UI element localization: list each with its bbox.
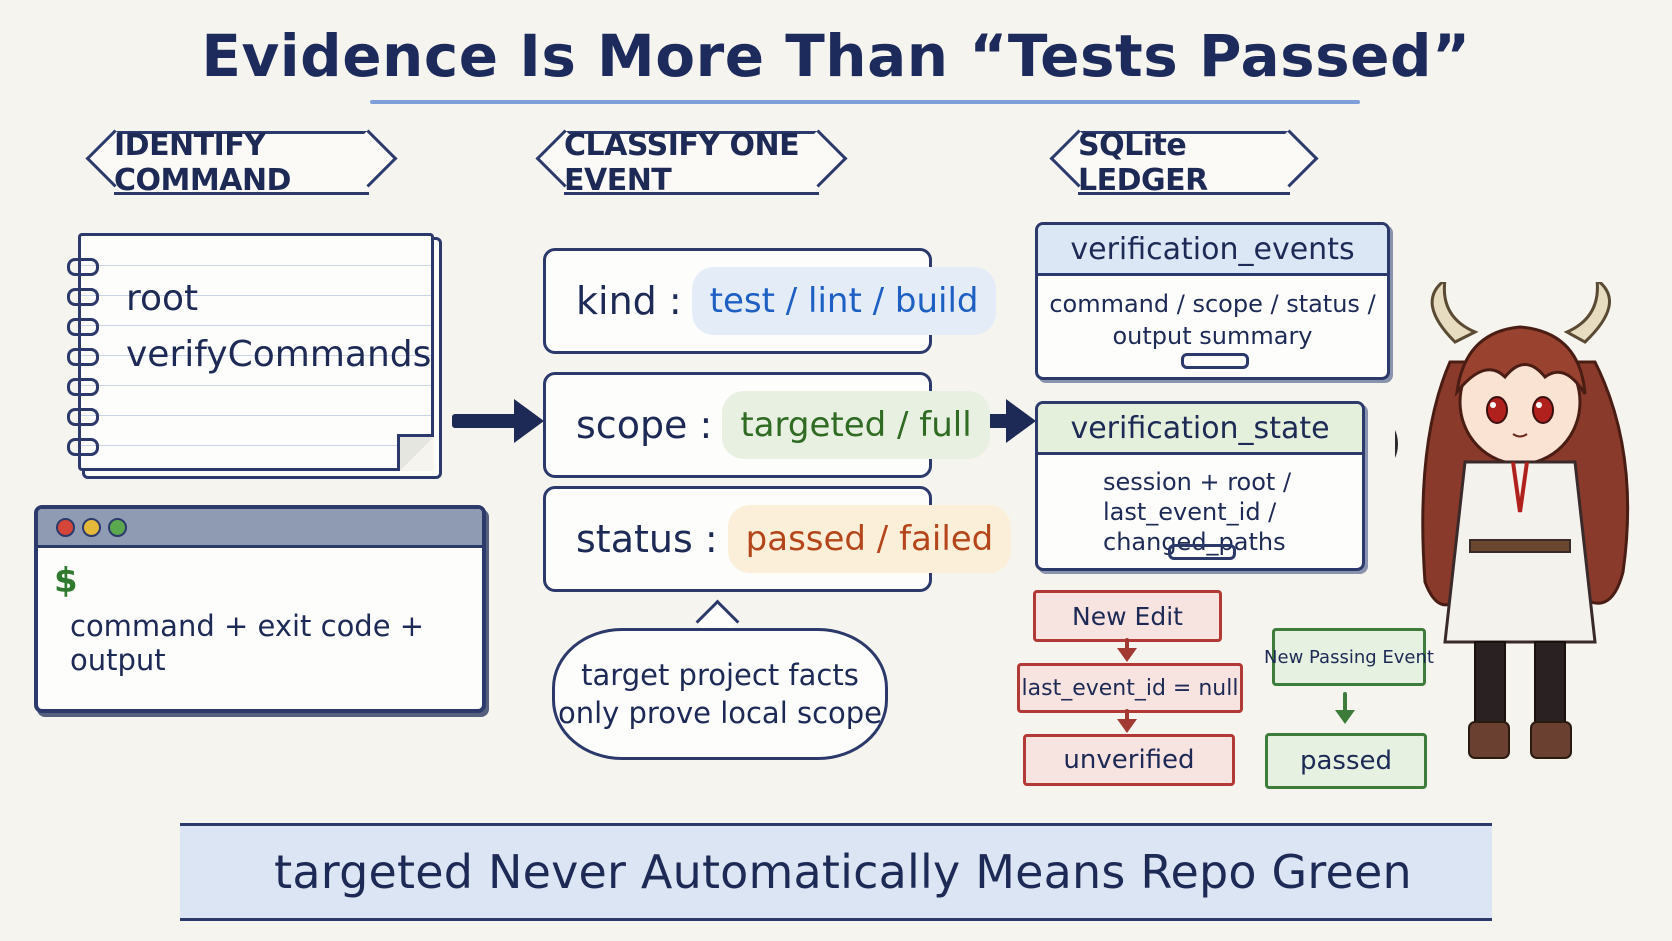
notebook-verify-commands: verifyCommands	[126, 334, 432, 375]
belt	[1469, 539, 1571, 553]
red-ribbon	[1511, 461, 1529, 513]
header-identify-label: IDENTIFY COMMAND	[114, 128, 291, 198]
scope-note-cloud: target project facts only prove local sc…	[552, 628, 888, 760]
page-title: Evidence Is More Than “Tests Passed”	[201, 22, 1471, 90]
event-scope-label: scope :	[576, 403, 713, 447]
drawer-handle-icon	[1168, 544, 1236, 560]
events-columns-line-1: command / scope / status /	[1049, 290, 1376, 318]
passed-box: passed	[1265, 733, 1427, 789]
eye-right	[1532, 396, 1554, 424]
header-sqlite-ledger: SQLite LEDGER	[1078, 128, 1290, 198]
mascot-illustration	[1395, 282, 1630, 759]
spiral-ring	[67, 378, 99, 396]
terminal-output: command + exit code + output	[70, 609, 425, 677]
notebook-root: root	[126, 278, 199, 319]
down-arrow-icon	[1117, 638, 1137, 662]
verification-state-table: verification_state session + root / last…	[1035, 401, 1365, 571]
event-status-value: passed / failed	[727, 505, 1012, 573]
boot-right	[1530, 721, 1572, 759]
title-underline	[370, 100, 1360, 104]
spiral-ring	[67, 258, 99, 276]
horn-right	[1563, 282, 1611, 344]
header-classify-label: CLASSIFY ONE EVENT	[564, 128, 800, 198]
leg-right	[1534, 641, 1566, 733]
bangs	[1454, 325, 1587, 398]
new-edit-box: New Edit	[1033, 590, 1222, 642]
config-notebook: root verifyCommands	[67, 233, 434, 471]
spiral-ring	[67, 288, 99, 306]
spiral-ring	[67, 318, 99, 336]
verification-state-name: verification_state	[1038, 404, 1362, 455]
terminal-window: $ command + exit code + output	[34, 505, 486, 713]
page-curl	[397, 434, 434, 471]
event-scope-box: scope : targeted / full	[543, 372, 990, 478]
event-kind-value: test / lint / build	[691, 267, 997, 335]
terminal-prompt: $	[54, 561, 78, 601]
event-kind-label: kind :	[576, 279, 682, 323]
event-scope-value: targeted / full	[722, 391, 990, 459]
cloud-line-1: target project facts	[581, 658, 859, 692]
spiral-ring	[67, 408, 99, 426]
boot-left	[1468, 721, 1510, 759]
mouth	[1512, 433, 1528, 438]
down-arrow-icon	[1117, 709, 1137, 733]
leg-left	[1474, 641, 1506, 733]
close-dot-icon	[56, 518, 75, 537]
down-arrow-icon	[1335, 692, 1355, 724]
events-columns-line-2: output summary	[1112, 322, 1313, 350]
new-passing-event-box: New Passing Event	[1264, 628, 1434, 686]
event-kind-box: kind : test / lint / build	[543, 248, 997, 354]
horn-left	[1430, 282, 1479, 344]
bottom-banner: targeted Never Automatically Means Repo …	[214, 823, 1472, 921]
verification-events-columns: command / scope / status / output summar…	[1038, 276, 1387, 352]
verification-state-columns: session + root / last_event_id / changed…	[1038, 455, 1362, 557]
last-event-null-box: last_event_id = null	[1017, 663, 1243, 713]
unverified-box: unverified	[1023, 734, 1235, 786]
header-identify-command: IDENTIFY COMMAND	[114, 128, 369, 198]
event-status-label: status :	[576, 517, 718, 561]
state-columns-line-2: last_event_id /	[1103, 498, 1277, 526]
terminal-title-bar	[38, 509, 482, 548]
spiral-ring	[67, 438, 99, 456]
verification-events-name: verification_events	[1038, 225, 1387, 276]
header-ledger-label: SQLite LEDGER	[1078, 128, 1208, 198]
maximize-dot-icon	[108, 518, 127, 537]
state-columns-line-3: changed_paths	[1103, 528, 1286, 556]
right-arrow-icon	[452, 399, 544, 443]
header-classify-event: CLASSIFY ONE EVENT	[564, 128, 819, 198]
state-columns-line-1: session + root /	[1103, 468, 1292, 496]
verification-events-table: verification_events command / scope / st…	[1035, 222, 1390, 380]
eye-left	[1486, 396, 1508, 424]
drawer-handle-icon	[1181, 353, 1249, 369]
cloud-line-2: only prove local scope	[557, 696, 883, 730]
event-status-box: status : passed / failed	[543, 486, 1012, 592]
minimize-dot-icon	[82, 518, 101, 537]
spiral-ring	[67, 348, 99, 366]
